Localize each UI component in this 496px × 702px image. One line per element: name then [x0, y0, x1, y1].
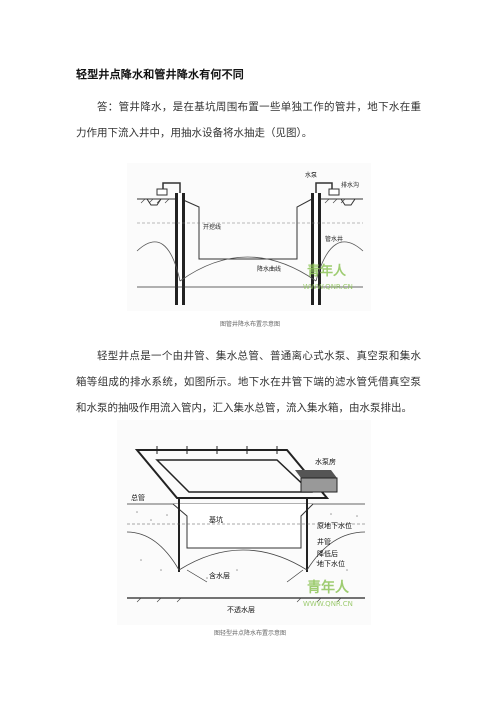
answer-paragraph: 答：管井降水，是在基坑周围布置一些单独工作的管井，地下水在重力作用下流入井中，用…: [76, 101, 421, 139]
watermark-url-2: WWW.QNR.CN: [303, 600, 353, 608]
label-well-pipe: 井管: [317, 537, 331, 546]
watermark-logo: 青年人: [307, 263, 347, 279]
figure2-caption: 图轻型井点降水布置示意图: [213, 630, 286, 637]
watermark-url: WWW.QNR.CN: [303, 283, 353, 291]
label-original-water: 原地下水位: [317, 521, 352, 530]
tube-well-diagram: 水泵 排水沟 开挖线 管水井 降水曲线 青年人 WWW.QNR.CN: [127, 163, 371, 311]
label-pump: 水泵: [305, 171, 317, 179]
label-pit: 基坑: [209, 515, 223, 524]
page-title: 轻型井点降水和管井降水有何不同: [76, 68, 244, 81]
label-lowered-2: 地下水位: [317, 559, 345, 568]
label-lowered-1: 降低后: [317, 549, 338, 558]
label-pump-room: 水泵房: [315, 457, 336, 466]
light-wellpoint-diagram: 水泵房 总管 原地下水位 基坑 井管 降低后 地下水位 含水层 不透水层 青年人…: [117, 420, 371, 625]
figure1-caption: 图管井降水布置示意图: [219, 321, 280, 328]
label-impermeable: 不透水层: [227, 605, 255, 614]
watermark-logo-2: 青年人: [307, 579, 350, 596]
label-aquifer: 含水层: [209, 571, 230, 580]
label-main-pipe: 总管: [131, 493, 145, 502]
label-excavation: 开挖线: [203, 223, 221, 231]
label-drawdown: 降水曲线: [257, 265, 281, 273]
label-drain: 排水沟: [341, 181, 359, 189]
description-paragraph: 轻型井点是一个由井管、集水总管、普通离心式水泵、真空泵和集水箱等组成的排水系统，…: [76, 350, 421, 414]
label-well: 管水井: [325, 235, 343, 243]
